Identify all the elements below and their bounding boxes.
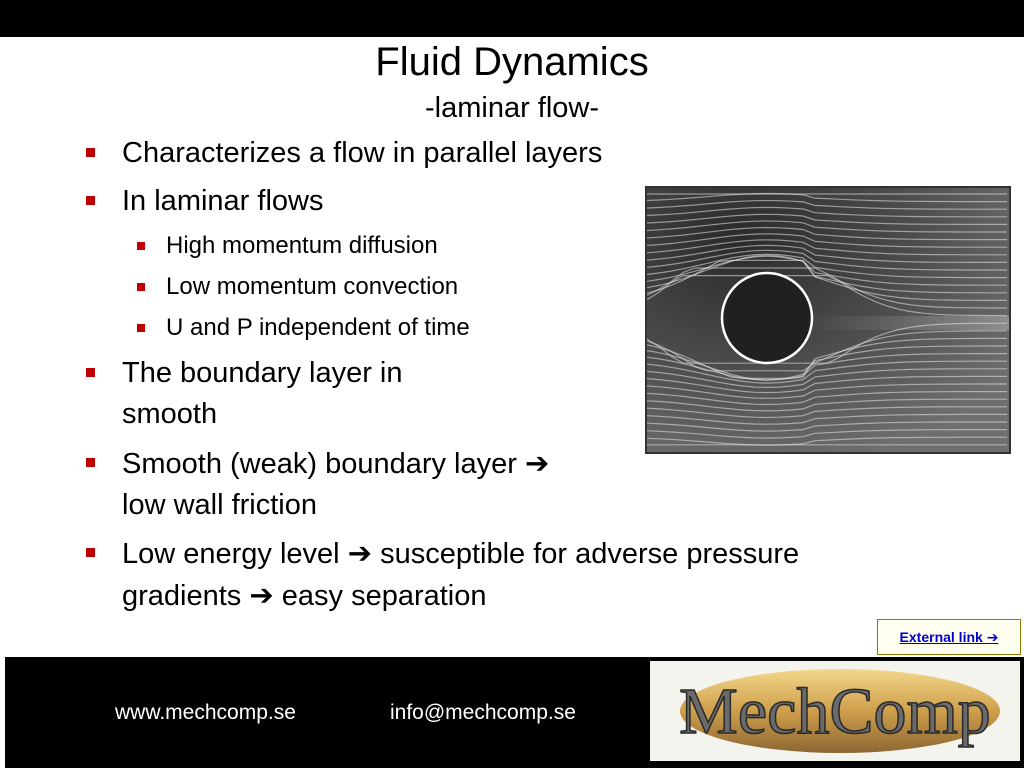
bullet-3: The boundary layer in smooth: [86, 353, 622, 435]
bullet-text-line-1: The boundary layer in: [122, 357, 403, 389]
streamline: [646, 239, 1007, 256]
bullet-square-icon: [86, 196, 95, 205]
streamline: [646, 345, 1007, 381]
streamline: [646, 368, 1007, 389]
sub-bullet-3: U and P independent of time: [137, 313, 470, 343]
bullet-square-icon: [86, 148, 95, 157]
bullet-1: Characterizes a flow in parallel layers: [86, 133, 603, 174]
bullet-square-icon: [137, 242, 145, 250]
arrow-right-icon: ➔: [524, 446, 550, 480]
bullet-square-icon: [86, 368, 95, 377]
streamline: [646, 249, 1007, 271]
external-link[interactable]: External link ➔: [899, 629, 999, 646]
slide-subtitle: -laminar flow-: [424, 92, 600, 124]
streamline: [646, 360, 1007, 384]
bullet-4: Smooth (weak) boundary layer ➔ low wall …: [86, 443, 642, 526]
streamline: [646, 226, 1007, 241]
streamline: [646, 275, 1008, 317]
arrow-right-icon: ➔: [986, 630, 999, 646]
streamline: [646, 220, 1007, 233]
laminar-flow-photo-graphic: [646, 188, 1009, 452]
streamline: [646, 206, 1007, 218]
sub-bullet-text: U and P independent of time: [166, 314, 470, 341]
streamline: [646, 254, 1007, 294]
laminar-flow-cylinder-photo: [645, 186, 1011, 454]
streamline: [646, 436, 1007, 446]
streamline: [646, 353, 1007, 381]
streamline: [646, 421, 1007, 432]
streamline: [646, 391, 1007, 406]
top-bar: [0, 0, 1024, 37]
bullet-text-line-2: smooth: [122, 398, 218, 430]
streamline: [646, 267, 1007, 309]
footer-email[interactable]: info@mechcomp.se: [390, 701, 576, 724]
bullet-square-icon: [137, 283, 145, 291]
sub-bullet-2: Low momentum convection: [137, 272, 459, 302]
streamline: [646, 383, 1007, 399]
bullet-5: Low energy level ➔ susceptible for adver…: [86, 533, 1002, 617]
bullet-square-icon: [86, 458, 95, 467]
sub-bullet-1: High momentum diffusion: [137, 231, 438, 261]
streamline: [646, 429, 1007, 439]
streamline: [646, 192, 1007, 203]
streamline: [646, 413, 1007, 425]
external-link-box[interactable]: External link ➔: [877, 619, 1021, 655]
svg-text:MechComp: MechComp: [679, 675, 991, 748]
arrow-right-icon: ➔: [347, 536, 373, 570]
bullet-text-part: susceptible for adverse pressure: [380, 538, 800, 570]
arrow-right-icon: ➔: [249, 578, 274, 612]
streamline: [646, 199, 1007, 210]
slide-title: Fluid Dynamics: [375, 40, 649, 84]
streamline: [646, 244, 1007, 263]
mechcomp-logo: MechComp: [650, 661, 1020, 761]
streamline: [646, 375, 1007, 394]
streamline: [646, 398, 1007, 412]
streamline: [646, 406, 1007, 419]
streamline: [646, 253, 1007, 279]
bullet-text-part: easy separation: [281, 580, 487, 612]
bullet-text-part: gradients: [122, 580, 242, 612]
bullet-text-line-1: Smooth (weak) boundary layer: [122, 448, 517, 480]
streamline: [646, 233, 1007, 248]
bullet-square-icon: [86, 548, 95, 557]
sub-bullet-text: High momentum diffusion: [166, 232, 438, 259]
bullet-text: In laminar flows: [122, 185, 324, 217]
bullet-text-line-2: low wall friction: [122, 489, 317, 521]
mechcomp-logo-graphic: MechComp: [678, 669, 1000, 753]
bullet-text-part: Low energy level: [122, 538, 340, 570]
bullet-text: Characterizes a flow in parallel layers: [122, 137, 603, 169]
bullet-square-icon: [137, 324, 145, 332]
bullet-2: In laminar flows: [86, 181, 324, 222]
footer-website[interactable]: www.mechcomp.se: [115, 701, 296, 724]
streamline: [646, 213, 1007, 225]
sub-bullet-text: Low momentum convection: [166, 273, 459, 300]
